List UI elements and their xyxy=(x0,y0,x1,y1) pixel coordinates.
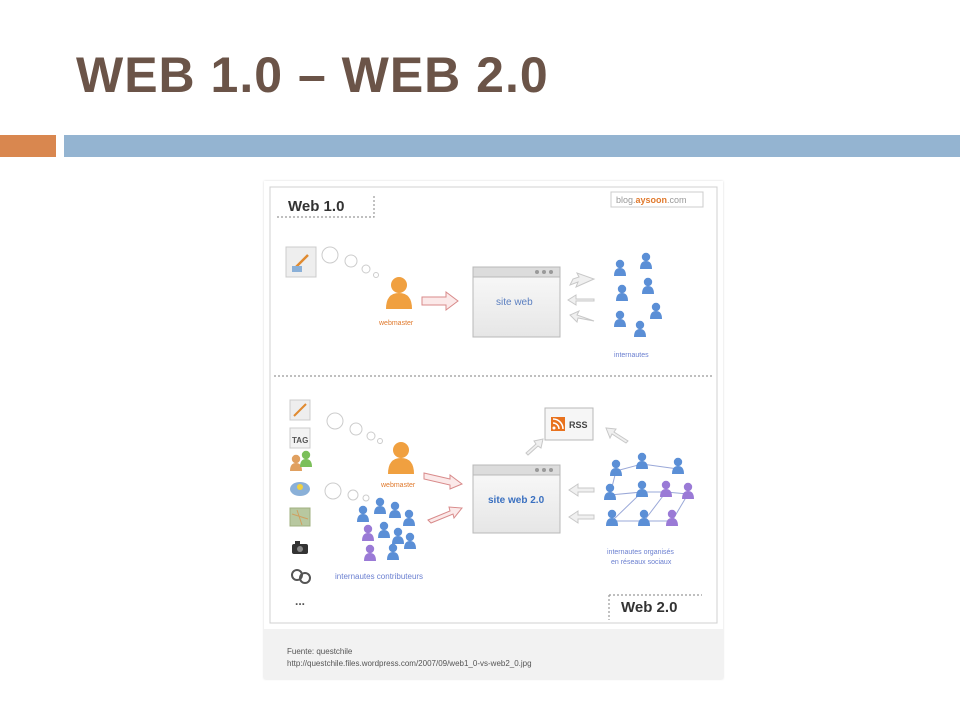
diagram-canvas: Web 1.0 blog.aysoon.com webmaster xyxy=(269,186,718,624)
tool-tag-label: TAG xyxy=(292,436,308,445)
social-network-cluster xyxy=(604,452,694,526)
tool-camera-icon xyxy=(292,541,308,554)
source-tag-box xyxy=(610,191,704,208)
contributors-label: internautes contributeurs xyxy=(335,572,423,581)
web2-site-window xyxy=(472,464,561,534)
web1-arrow-to-site xyxy=(421,291,459,311)
caption-url: http://questchile.files.wordpress.com/20… xyxy=(287,659,532,668)
tool-more-label: ... xyxy=(295,594,305,608)
web1-webmaster-label: webmaster xyxy=(378,320,414,327)
web1-site-label: site web xyxy=(496,297,533,308)
accent-bar-orange xyxy=(0,135,56,157)
web2-tools-column: TAG xyxy=(289,399,312,608)
web1-panel-label: Web 1.0 xyxy=(288,198,344,215)
web2-panel-label: Web 2.0 xyxy=(621,599,677,616)
figure-caption xyxy=(264,629,723,679)
web2-arrows-to-site xyxy=(423,472,463,524)
web2-thought-bubbles xyxy=(324,412,383,502)
web2-rss-arrows xyxy=(525,427,629,456)
rss-label: RSS xyxy=(569,420,588,430)
web1-users-label: internautes xyxy=(614,352,649,359)
web2-panel: TAG xyxy=(289,399,702,620)
social-label-line1: internautes organisés xyxy=(607,549,674,556)
slide-title: WEB 1.0 – WEB 2.0 xyxy=(76,47,549,103)
social-label-line2: en réseaux sociaux xyxy=(611,559,672,566)
source-tag: blog.aysoon.com xyxy=(616,195,687,205)
tool-tag-icon xyxy=(289,427,311,449)
web1-panel: Web 1.0 blog.aysoon.com webmaster xyxy=(277,191,704,359)
web2-label-dotted-border xyxy=(608,594,702,620)
figure-frame xyxy=(269,186,718,624)
web2-social-arrows xyxy=(568,483,595,524)
web2-site-label: site web 2.0 xyxy=(488,495,545,506)
web1-user-arrows xyxy=(567,272,596,323)
web1-thought-bubbles xyxy=(321,246,379,278)
accent-bar-blue xyxy=(64,135,960,157)
web2-webmaster-label: webmaster xyxy=(380,482,416,489)
web1-vs-web2-figure: Web 1.0 blog.aysoon.com webmaster xyxy=(264,181,723,679)
tool-map-pin-icon xyxy=(290,482,310,496)
web1-label-dotted-border xyxy=(277,195,375,218)
tool-film-icon xyxy=(291,569,311,584)
caption-source: Fuente: questchile xyxy=(287,647,353,656)
web1-site-window xyxy=(472,266,561,338)
